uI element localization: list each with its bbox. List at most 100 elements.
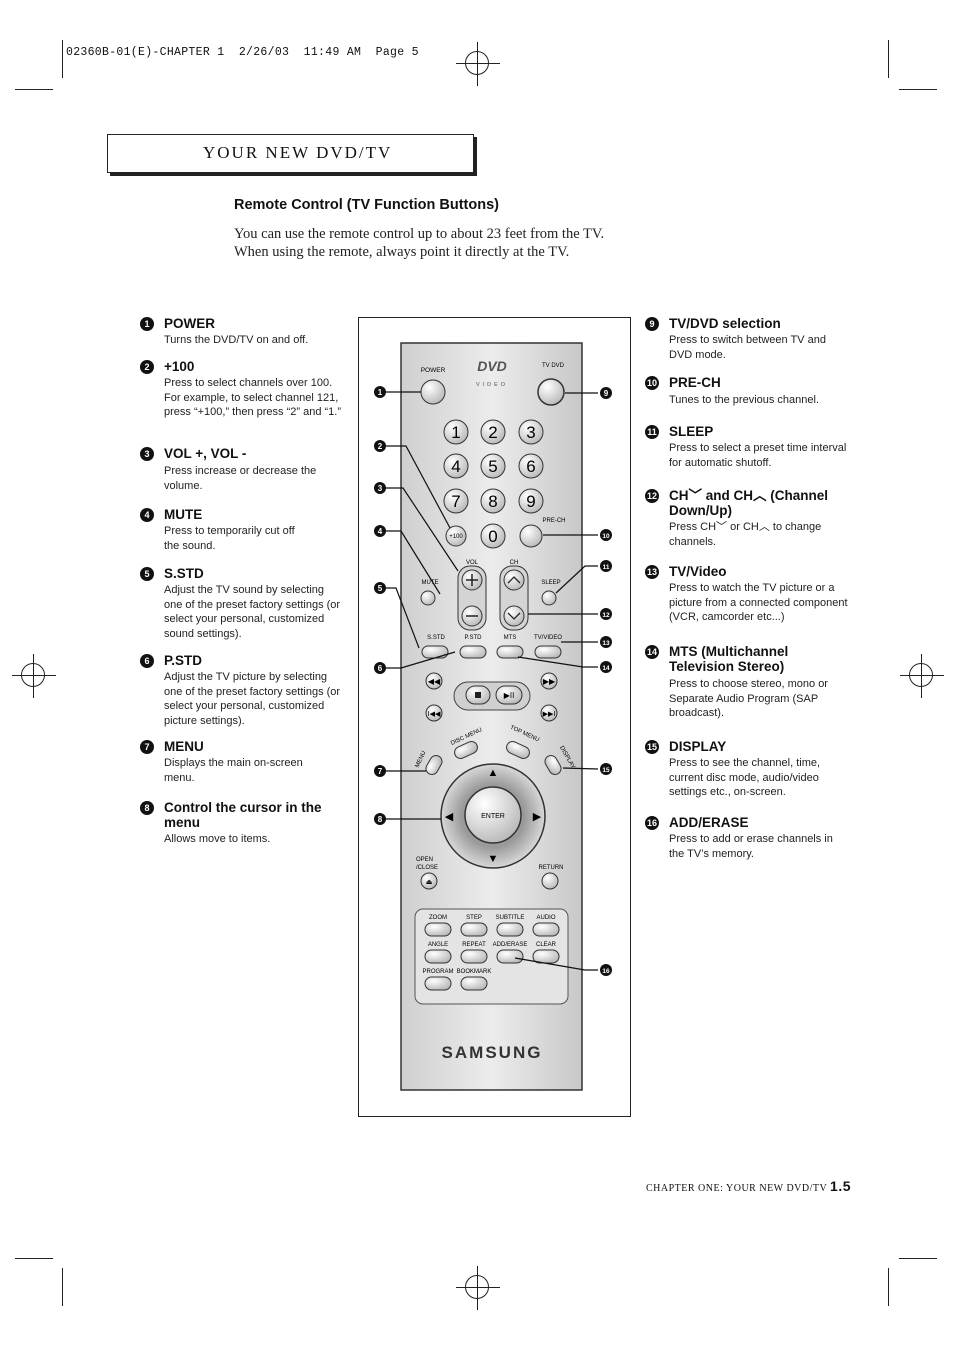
item-title: SLEEP (669, 424, 714, 439)
add-erase-button[interactable] (496, 949, 524, 964)
digit-4-button[interactable] (443, 453, 469, 479)
callout-number: 9 (604, 389, 609, 398)
skip-forward-button[interactable] (540, 704, 558, 722)
registration-mark (456, 42, 500, 86)
item-description: Displays the main on-screen menu. (164, 757, 303, 784)
stop-icon (475, 692, 481, 698)
digit-9-button[interactable] (518, 488, 544, 514)
digit-0-label: 0 (488, 527, 497, 546)
up-arrow-icon[interactable]: ▲ (488, 767, 499, 779)
callout-marker (374, 662, 386, 674)
top-menu-button[interactable] (505, 739, 532, 760)
item-title: S.STD (164, 566, 204, 581)
item-number: 9 (645, 317, 659, 331)
item-title: TV/Video (669, 564, 727, 579)
clear-button[interactable] (532, 949, 560, 964)
item-title: +100 (164, 359, 195, 374)
crop-mark (62, 40, 63, 78)
digit-5-button[interactable] (480, 453, 506, 479)
item-title: TV/DVD selection (669, 316, 781, 331)
plus-glyph (466, 574, 478, 586)
digit-1-button[interactable] (443, 419, 469, 445)
zoom-button[interactable] (424, 922, 452, 937)
chapter-header-box: YOUR NEW DVD/TV (107, 134, 474, 173)
digit-3-label: 3 (526, 423, 535, 442)
repeat-button[interactable] (460, 949, 488, 964)
tvvideo-button[interactable] (534, 645, 562, 659)
callout-number: 7 (378, 767, 383, 776)
chevron-up-glyph (507, 576, 521, 584)
callout-marker (374, 482, 386, 494)
callout-number: 11 (603, 564, 610, 571)
item-title: POWER (164, 316, 216, 331)
rewind-button[interactable] (425, 672, 443, 690)
fast-forward-button[interactable] (540, 672, 558, 690)
tv-dvd-button[interactable] (537, 378, 565, 406)
digit-8-button[interactable] (480, 488, 506, 514)
bookmark-label: BOOKMARK (457, 969, 492, 975)
callout-line (386, 587, 420, 649)
ch-up-icon[interactable] (503, 569, 525, 591)
program-button[interactable] (424, 976, 452, 991)
disc-menu-button[interactable] (453, 739, 480, 760)
fast-forward-icon: ▶▶ (543, 677, 556, 686)
callout-number: 12 (602, 612, 610, 619)
mts-button[interactable] (496, 645, 524, 659)
sleep-button[interactable] (541, 590, 557, 606)
subtitle-button[interactable] (496, 922, 524, 937)
play-pause-button[interactable] (495, 685, 523, 705)
sstd-button[interactable] (421, 645, 449, 659)
skip-back-button[interactable] (425, 704, 443, 722)
pstd-button[interactable] (459, 645, 487, 659)
step-button[interactable] (460, 922, 488, 937)
bookmark-button[interactable] (460, 976, 488, 991)
return-button[interactable] (541, 872, 559, 890)
mute-button[interactable] (420, 590, 436, 606)
digit-0-button[interactable] (480, 523, 506, 549)
callout-line (562, 767, 599, 770)
intro-line: You can use the remote control up to abo… (234, 226, 605, 242)
item-number: 8 (140, 801, 154, 815)
right-arrow-icon[interactable]: ▶ (533, 811, 542, 823)
item-number: 1 (140, 317, 154, 331)
digit-3-button[interactable] (518, 419, 544, 445)
item-description: Press to select channels over 100. For e… (164, 377, 341, 418)
item-description: Press CH﹀ or CH︿ to change channels. (669, 521, 822, 548)
digit-2-button[interactable] (480, 419, 506, 445)
program-label: PROGRAM (422, 969, 453, 975)
item-description: Adjust the TV sound by selecting one of … (164, 584, 341, 640)
display-button[interactable] (543, 753, 563, 776)
enter-button[interactable] (464, 786, 522, 844)
callout-marker (600, 636, 612, 648)
down-arrow-icon[interactable]: ▼ (488, 853, 499, 865)
open-close-button[interactable] (420, 872, 438, 890)
angle-button[interactable] (424, 949, 452, 964)
registration-mark (900, 654, 944, 698)
callout-number: 14 (602, 665, 610, 672)
item-description: Turns the DVD/TV on and off. (164, 334, 309, 346)
repeat-label: REPEAT (462, 942, 486, 948)
menu-button[interactable] (424, 753, 444, 776)
ch-down-icon[interactable] (503, 605, 525, 627)
plus100-button[interactable] (445, 525, 467, 547)
digit-7-button[interactable] (443, 488, 469, 514)
digit-1-label: 1 (451, 423, 460, 442)
left-arrow-icon[interactable]: ◀ (445, 811, 454, 823)
registration-mark (456, 1266, 500, 1310)
item-number: 12 (645, 489, 659, 503)
digit-4-label: 4 (451, 457, 460, 476)
prech-button[interactable] (519, 524, 543, 548)
digit-6-button[interactable] (518, 453, 544, 479)
eject-icon: ⏏ (426, 879, 433, 886)
power-button[interactable] (420, 379, 446, 405)
item-title: ADD/ERASE (669, 815, 749, 830)
callout-marker (600, 560, 612, 572)
callout-marker (374, 765, 386, 777)
subtitle-label: SUBTITLE (496, 915, 525, 921)
callout-line (386, 487, 459, 572)
item-number: 7 (140, 740, 154, 754)
callout-line (386, 445, 451, 529)
crop-mark (888, 1268, 889, 1306)
callout-marker (600, 661, 612, 673)
audio-button[interactable] (532, 922, 560, 937)
